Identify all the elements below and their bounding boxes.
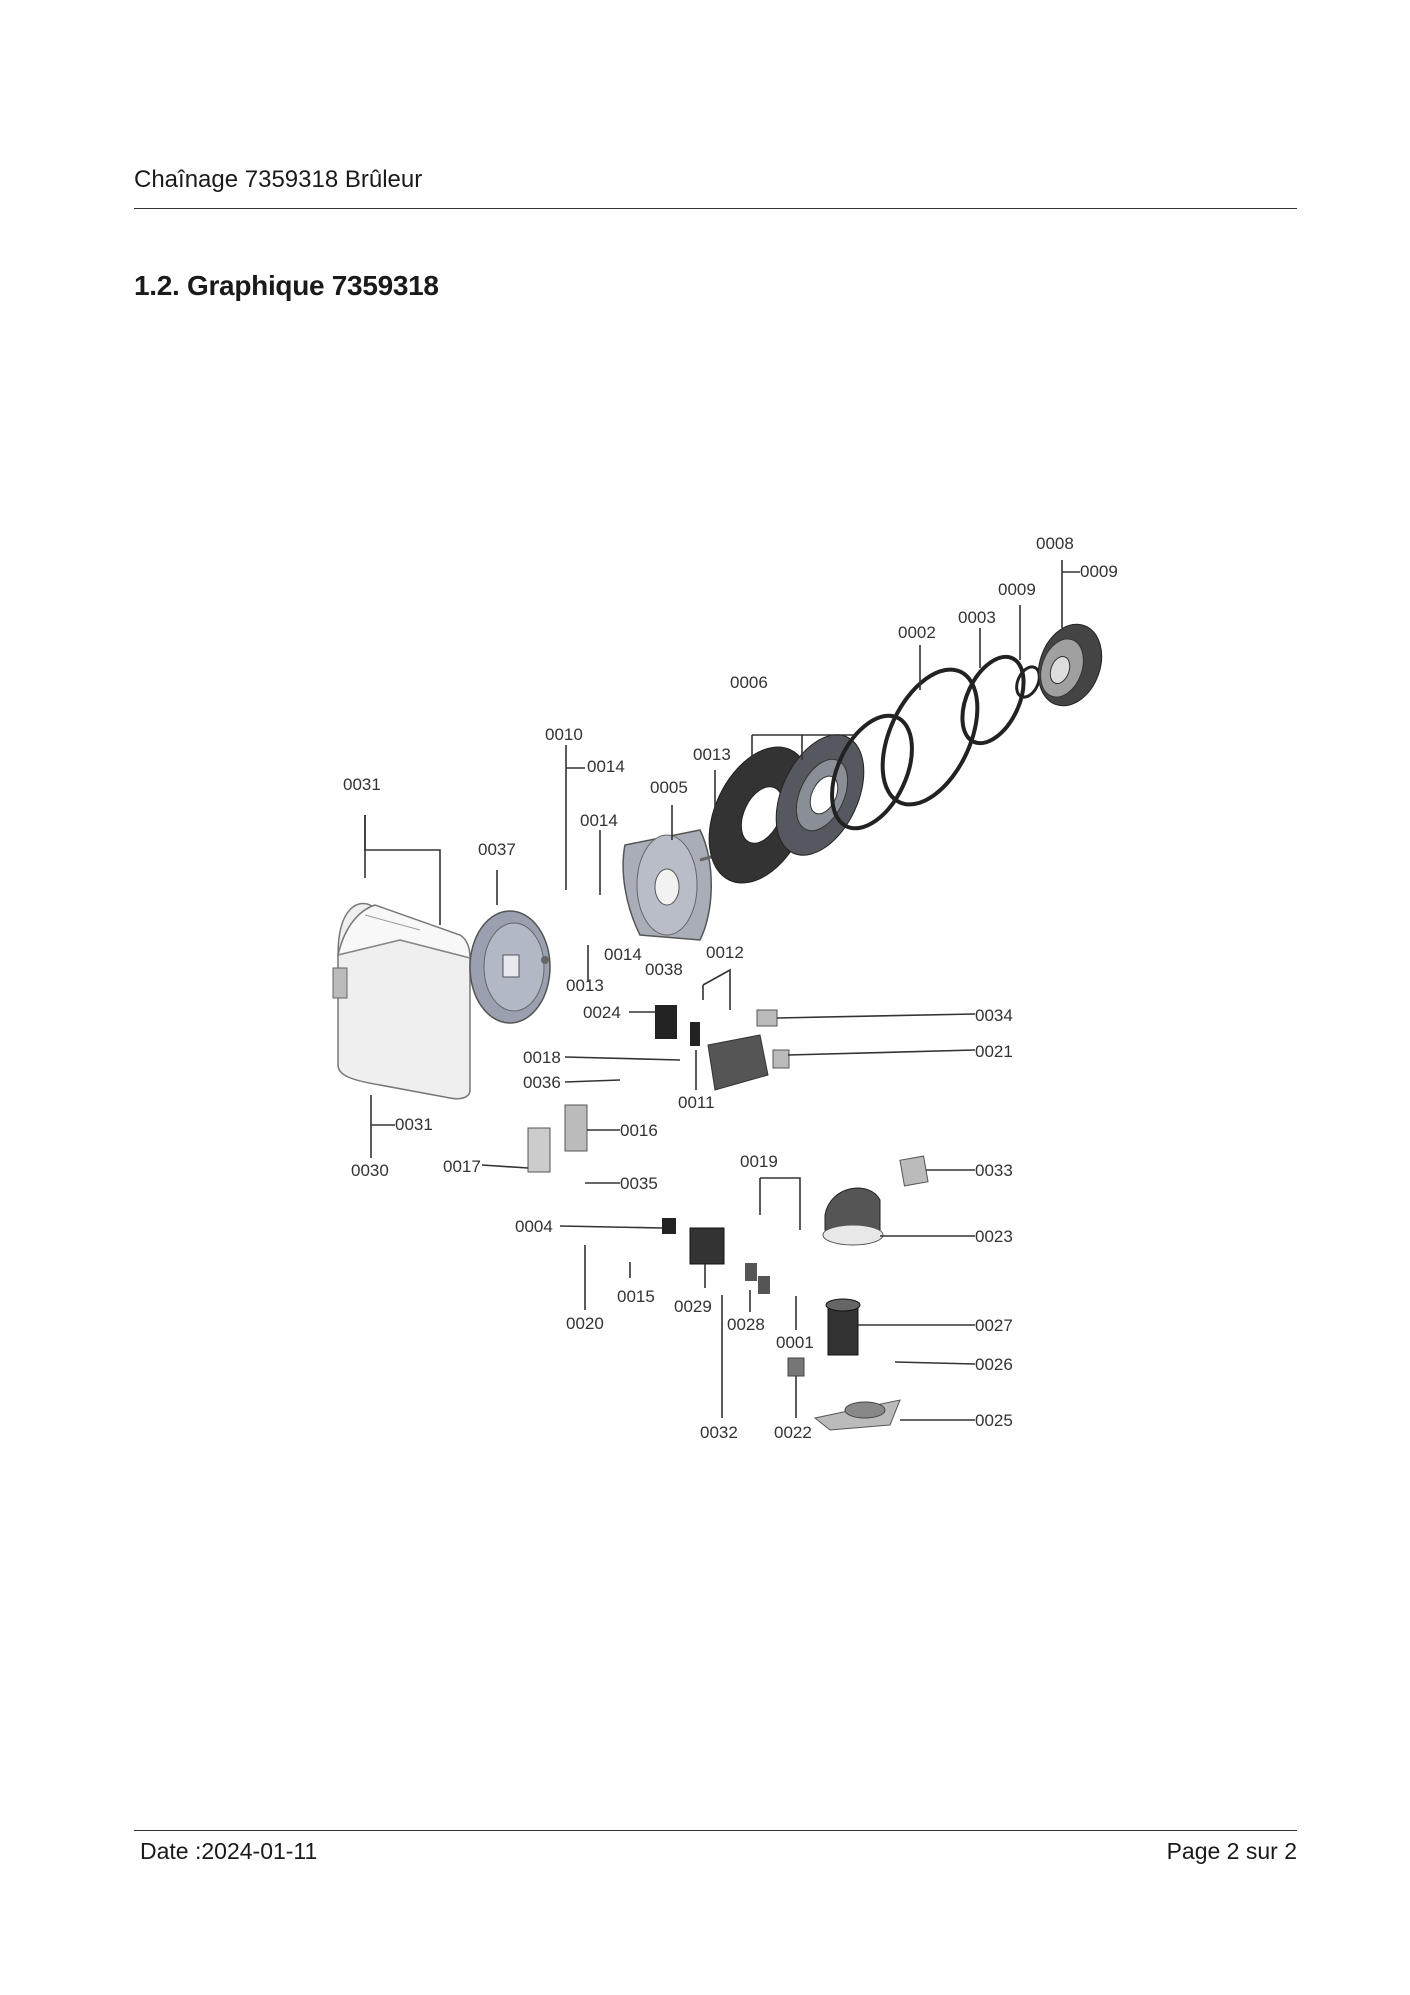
label-0019: 0019: [740, 1152, 778, 1171]
footer-date: Date :2024-01-11: [140, 1838, 318, 1864]
label-0009: 0009: [998, 580, 1036, 599]
mounting-flange: [622, 829, 726, 941]
label-0031-top: 0031: [343, 775, 381, 794]
part-0028b: [758, 1276, 770, 1294]
relay-0021: [772, 1049, 790, 1069]
label-0009-top: 0009: [1080, 562, 1118, 581]
label-0037: 0037: [478, 840, 516, 859]
connector-0011: [690, 1022, 700, 1046]
label-0015: 0015: [617, 1287, 655, 1306]
label-0024: 0024: [583, 1003, 621, 1022]
label-0023: 0023: [975, 1227, 1013, 1246]
label-0025: 0025: [975, 1411, 1013, 1430]
pump-0029: [689, 1227, 725, 1265]
label-0030: 0030: [351, 1161, 389, 1180]
label-0036: 0036: [523, 1073, 561, 1092]
plate-0033: [899, 1155, 929, 1187]
section-title: 1.2. Graphique 7359318: [134, 270, 439, 301]
label-0014-b: 0014: [580, 811, 618, 830]
housing-cover: [332, 902, 471, 1100]
label-0038: 0038: [645, 960, 683, 979]
label-0013-top: 0013: [693, 745, 731, 764]
terminal-0016: [564, 1104, 588, 1152]
o-ring-0009: [1015, 665, 1041, 699]
label-0004: 0004: [515, 1217, 553, 1236]
header-rule: [134, 208, 1297, 209]
label-0013: 0013: [566, 976, 604, 995]
label-0031: 0031: [395, 1115, 433, 1134]
part-0022: [787, 1357, 805, 1377]
label-0020: 0020: [566, 1314, 604, 1333]
label-0014-c: 0014: [604, 945, 642, 964]
control-box-0017: [527, 1127, 551, 1173]
label-0027: 0027: [975, 1316, 1013, 1335]
label-0012: 0012: [706, 943, 744, 962]
label-0016: 0016: [620, 1121, 658, 1140]
document-header-title: Chaînage 7359318 Brûleur: [134, 166, 423, 193]
label-0010: 0010: [545, 725, 583, 744]
front-plate: [469, 910, 551, 1024]
label-0028: 0028: [727, 1315, 765, 1334]
part-0028a: [745, 1263, 757, 1281]
label-0008: 0008: [1036, 534, 1074, 553]
bracket-0021: [707, 1034, 769, 1091]
label-0032: 0032: [700, 1423, 738, 1442]
label-0026: 0026: [975, 1355, 1013, 1374]
label-0035: 0035: [620, 1174, 658, 1193]
label-0003: 0003: [958, 608, 996, 627]
o-ring-0003: [960, 654, 1026, 746]
ignition-transformer: [655, 1005, 677, 1039]
diffuser-0025: [813, 1399, 901, 1431]
label-0022: 0022: [774, 1423, 812, 1442]
label-0034: 0034: [975, 1006, 1013, 1025]
sensor-0034: [756, 1009, 778, 1027]
label-0021: 0021: [975, 1042, 1013, 1061]
footer-rule: [134, 1830, 1297, 1831]
label-0002: 0002: [898, 623, 936, 642]
label-0014-a: 0014: [587, 757, 625, 776]
label-0011: 0011: [678, 1093, 715, 1112]
label-0006: 0006: [730, 673, 768, 692]
label-0001: 0001: [776, 1333, 814, 1352]
air-tube-0027: [825, 1298, 861, 1356]
label-0033: 0033: [975, 1161, 1013, 1180]
footer-page-number: Page 2 sur 2: [1166, 1838, 1297, 1864]
label-0029: 0029: [674, 1297, 712, 1316]
o-ring-0002: [880, 667, 980, 807]
label-0017: 0017: [443, 1157, 481, 1176]
o-ring-large: [830, 713, 914, 831]
fan-0023: [822, 1187, 884, 1246]
burner-head: [1037, 623, 1103, 707]
switch-0004: [662, 1218, 676, 1234]
label-0005: 0005: [650, 778, 688, 797]
label-0018: 0018: [523, 1048, 561, 1067]
